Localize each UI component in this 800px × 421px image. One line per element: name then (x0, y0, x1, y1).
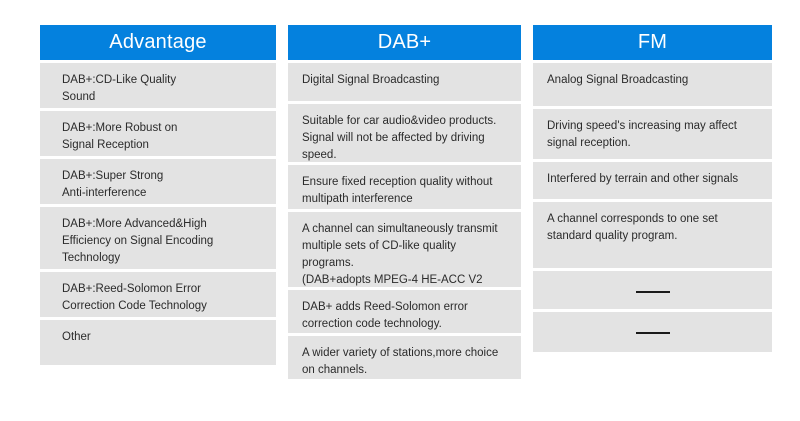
table-cell-empty (533, 271, 772, 309)
table-cell: Driving speed's increasing may affect si… (533, 109, 772, 159)
column-header-dab-plus: DAB+ (288, 25, 521, 60)
table-cell: DAB+:Reed-Solomon Error Correction Code … (40, 272, 276, 317)
table-cell: Ensure fixed reception quality without m… (288, 165, 521, 209)
table-cell: Suitable for car audio&video products. S… (288, 104, 521, 162)
table-cell-empty (533, 312, 772, 352)
column-advantage: Advantage DAB+:CD-Like Quality Sound DAB… (40, 25, 276, 382)
column-header-advantage: Advantage (40, 25, 276, 60)
table-cell: DAB+:Super Strong Anti-interference (40, 159, 276, 204)
table-cell: A wider variety of stations,more choice … (288, 336, 521, 379)
comparison-table: Advantage DAB+:CD-Like Quality Sound DAB… (40, 25, 772, 382)
table-cell: DAB+:More Advanced&High Efficiency on Si… (40, 207, 276, 269)
table-cell: Other (40, 320, 276, 365)
column-header-fm: FM (533, 25, 772, 60)
table-cell: A channel can simultaneously transmit mu… (288, 212, 521, 303)
table-cell: Analog Signal Broadcasting (533, 63, 772, 106)
em-dash-icon (635, 323, 670, 335)
table-cell: Interfered by terrain and other signals (533, 162, 772, 199)
column-fm: FM Analog Signal Broadcasting Driving sp… (533, 25, 772, 382)
em-dash-icon (635, 282, 670, 294)
table-cell: A channel corresponds to one set standar… (533, 202, 772, 268)
table-cell: Digital Signal Broadcasting (288, 63, 521, 101)
column-dab-plus: DAB+ Digital Signal Broadcasting Suitabl… (288, 25, 521, 382)
table-cell: DAB+:More Robust on Signal Reception (40, 111, 276, 156)
table-cell: DAB+:CD-Like Quality Sound (40, 63, 276, 108)
table-cell: DAB+ adds Reed-Solomon error correction … (288, 290, 521, 333)
